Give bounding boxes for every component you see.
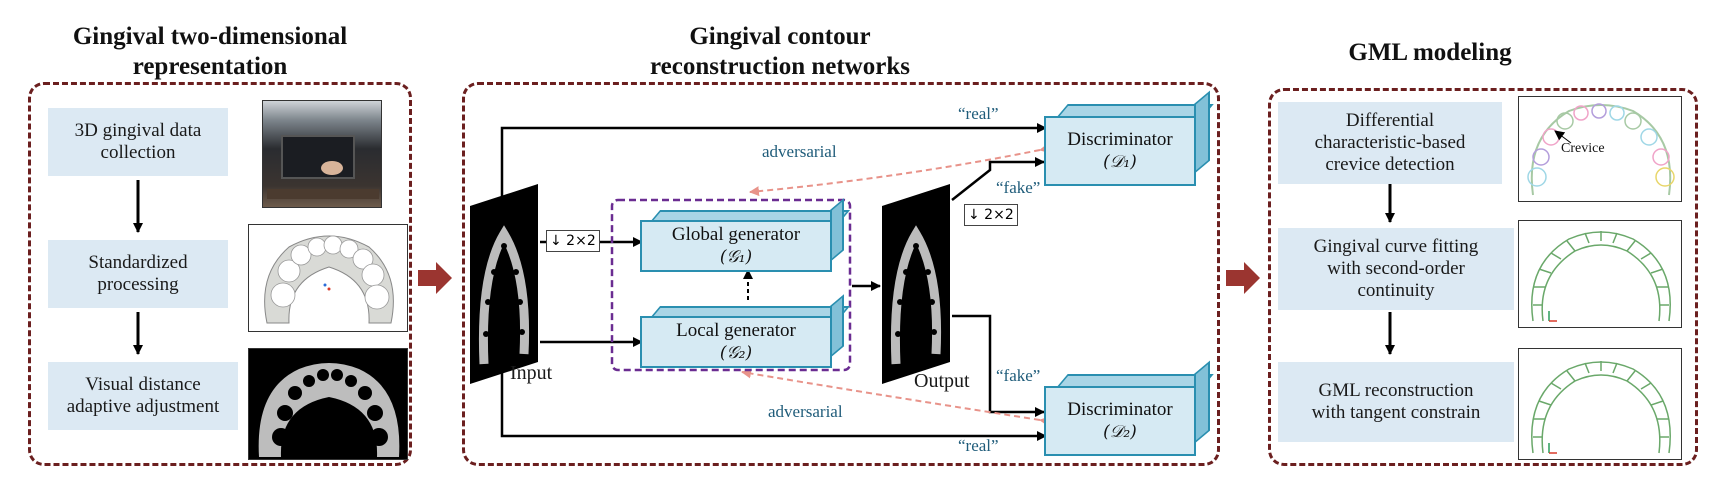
output-image — [882, 184, 950, 384]
fake-bottom-path — [952, 314, 1045, 417]
step1-line1: 3D gingival data — [74, 120, 202, 141]
local-generator-symbol: (𝒢₂) — [719, 343, 753, 363]
discriminator-2-box: Discriminator (𝒟₂) — [1044, 360, 1214, 456]
middle-section-title: Gingival contour reconstruction networks — [590, 22, 970, 82]
discriminator-1-name: Discriminator — [1067, 129, 1173, 150]
curve-fitting-image — [1518, 220, 1682, 328]
middle-title-line2: reconstruction networks — [650, 53, 910, 80]
local-generator-name: Local generator — [676, 320, 796, 341]
left-title-line2: representation — [132, 53, 288, 80]
step3-line2: adaptive adjustment — [66, 396, 220, 417]
step3-line1: Visual distance — [85, 374, 201, 395]
fake-top-label: “fake” — [996, 178, 1041, 197]
gingival-3d-model-image — [248, 224, 408, 332]
rstep2-line1: Gingival curve fitting — [1313, 236, 1479, 257]
rstep1-line2: characteristic-based — [1314, 132, 1466, 153]
rstep1-line1: Differential — [1345, 110, 1435, 131]
discriminator-1-symbol: (𝒟₁) — [1103, 152, 1137, 172]
rstep3-line1: GML reconstruction — [1318, 380, 1474, 401]
middle-panel — [462, 82, 1220, 466]
global-generator-box: Global generator (𝒢₁) — [640, 198, 851, 272]
flow-arrow-left — [418, 262, 452, 294]
downsample-output-box: ↓ 2×2 — [964, 204, 1018, 226]
crevice-detection-image: Crevice — [1518, 96, 1682, 202]
crevice-label: Crevice — [1561, 141, 1605, 156]
discriminator-1-box: Discriminator (𝒟₁) — [1044, 90, 1214, 186]
left-panel — [28, 82, 412, 466]
step1-line2: collection — [100, 142, 176, 163]
input-image — [470, 184, 538, 384]
middle-title-line1: Gingival contour — [689, 23, 871, 50]
left-section-title: Gingival two-dimensional representation — [20, 22, 400, 82]
discriminator-2-name: Discriminator — [1067, 399, 1173, 420]
adversarial-top-label: adversarial — [762, 142, 837, 161]
input-label: Input — [510, 362, 553, 384]
gml-reconstruction-image — [1518, 348, 1682, 460]
real-bottom-label: “real” — [958, 436, 999, 455]
left-title-line1: Gingival two-dimensional — [72, 23, 348, 50]
global-generator-name: Global generator — [671, 224, 801, 245]
adversarial-bottom-label: adversarial — [768, 402, 843, 421]
step2-line1: Standardized — [88, 252, 188, 273]
real-top-path — [500, 123, 1047, 200]
downsample-input-box: ↓ 2×2 — [546, 230, 600, 252]
real-bottom-path — [500, 364, 1047, 441]
fake-bottom-label: “fake” — [996, 366, 1041, 385]
output-label: Output — [914, 370, 970, 392]
adversarial-top-arrow — [749, 143, 1050, 197]
real-top-label: “real” — [958, 104, 999, 123]
rstep1-line3: crevice detection — [1325, 154, 1455, 175]
gingival-2d-depth-image — [248, 348, 408, 460]
right-title: GML modeling — [1348, 39, 1512, 66]
right-section-title: GML modeling — [1240, 38, 1620, 68]
generator-group — [610, 198, 852, 372]
scanner-photo — [262, 100, 382, 208]
flow-arrow-right — [1226, 262, 1260, 294]
rstep3-line2: with tangent constrain — [1311, 402, 1481, 423]
local-generator-box: Local generator (𝒢₂) — [640, 294, 851, 368]
global-generator-symbol: (𝒢₁) — [719, 247, 753, 267]
rstep2-line2: with second-order — [1327, 258, 1465, 279]
rstep2-line3: continuity — [1357, 280, 1435, 301]
step2-line2: processing — [97, 274, 179, 295]
discriminator-2-symbol: (𝒟₂) — [1103, 422, 1137, 442]
right-panel — [1268, 88, 1698, 466]
